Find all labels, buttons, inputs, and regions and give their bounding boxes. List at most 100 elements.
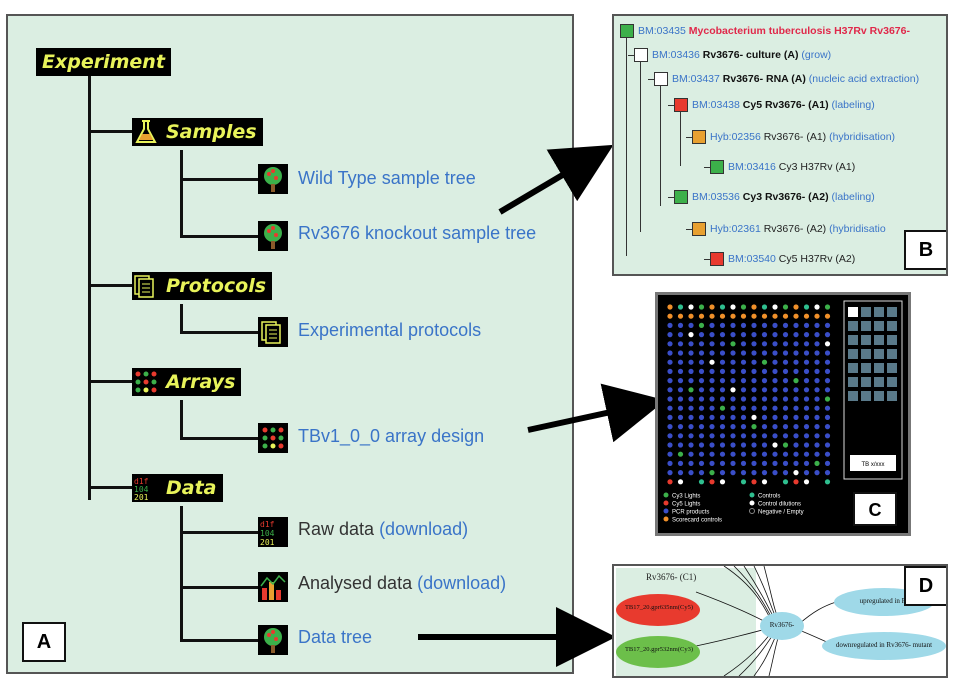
node-id[interactable]: Hyb:02361 xyxy=(710,223,761,235)
array-spot xyxy=(761,378,768,384)
sample-tree-row[interactable]: BM:03436 Rv3676- culture (A) (grow) xyxy=(652,49,831,61)
array-spot xyxy=(761,332,768,338)
array-spot xyxy=(751,414,757,420)
array-spot xyxy=(803,332,810,338)
sample-tree-row[interactable]: BM:03437 Rv3676- RNA (A) (nucleic acid e… xyxy=(672,73,919,85)
array-spot xyxy=(751,387,757,393)
tree-connector xyxy=(668,105,674,106)
node-center[interactable]: Rv3676- xyxy=(769,621,795,629)
node-type-icon[interactable] xyxy=(674,98,688,112)
array-spot xyxy=(677,479,684,485)
sample-tree-row[interactable]: BM:03540 Cy5 H37Rv (A2) xyxy=(728,253,855,265)
node-type-icon[interactable] xyxy=(710,252,724,266)
array-spot xyxy=(803,387,810,393)
array-spot xyxy=(751,304,757,310)
node-id[interactable]: BM:03438 xyxy=(692,99,740,111)
node-id[interactable]: BM:03437 xyxy=(672,73,720,85)
array-spot xyxy=(782,332,789,338)
array-spot xyxy=(793,451,799,457)
array-spot xyxy=(761,387,768,393)
node-cy3[interactable]: TB17_20.gpr532nm(Cy3) xyxy=(624,646,694,653)
node-process[interactable]: (hybridisation) xyxy=(829,131,896,143)
node-process[interactable]: (labeling) xyxy=(831,99,875,111)
node-process[interactable]: (hybridisatio xyxy=(829,223,886,235)
array-spot xyxy=(698,359,705,365)
node-id[interactable]: BM:03416 xyxy=(728,161,776,173)
node-type-icon[interactable] xyxy=(692,222,706,236)
analysed-data-download-link[interactable]: (download) xyxy=(417,573,507,593)
analysed-data-label: Analysed data (download) xyxy=(298,573,506,594)
tree-icon xyxy=(258,625,288,655)
sample-tree-row[interactable]: Hyb:02356 Rv3676- (A1) (hybridisation) xyxy=(710,131,895,143)
node-downregulated[interactable]: downregulated in Rv3676- mutant xyxy=(835,641,933,649)
legend-label: Scorecard controls xyxy=(672,518,722,524)
node-id[interactable]: BM:03536 xyxy=(692,191,740,203)
node-type-icon[interactable] xyxy=(620,24,634,38)
node-type-icon[interactable] xyxy=(674,190,688,204)
node-upregulated[interactable]: upregulated in Rv367 xyxy=(859,597,921,605)
legend-label: Cy5 Lights xyxy=(672,502,700,508)
array-spot xyxy=(751,451,757,457)
node-type-icon[interactable] xyxy=(692,130,706,144)
data-tree-link[interactable]: Data tree xyxy=(298,627,373,647)
node-type-icon[interactable] xyxy=(710,160,724,174)
array-spot xyxy=(730,424,736,430)
category-data-label[interactable]: Data xyxy=(160,474,223,502)
block-cell xyxy=(861,377,871,387)
raw-data-download-link[interactable]: (download) xyxy=(379,519,469,539)
array-spot xyxy=(761,368,768,374)
array-spot xyxy=(772,424,778,430)
array-spot xyxy=(782,451,789,457)
category-arrays-label[interactable]: Arrays xyxy=(160,368,242,396)
array-spot xyxy=(677,368,684,374)
sample-tree-row[interactable]: BM:03438 Cy5 Rv3676- (A1) (labeling) xyxy=(692,99,875,111)
array-design-link[interactable]: TBv1_0_0 array design xyxy=(298,426,485,446)
array-spot xyxy=(698,470,705,476)
legend-swatch xyxy=(663,492,669,498)
array-spot xyxy=(824,341,831,347)
node-id[interactable]: BM:03436 xyxy=(652,49,700,61)
array-spot xyxy=(782,378,789,384)
array-spot xyxy=(782,396,789,402)
legend-swatch xyxy=(749,500,755,506)
array-spot xyxy=(667,451,673,457)
node-type-icon[interactable] xyxy=(634,48,648,62)
node-id[interactable]: BM:03540 xyxy=(728,253,776,265)
experiment-root-label[interactable]: Experiment xyxy=(36,48,171,76)
array-spot xyxy=(761,424,768,430)
array-spot xyxy=(751,313,757,319)
sample-tree-row[interactable]: Hyb:02361 Rv3676- (A2) (hybridisatio xyxy=(710,223,886,235)
sample-tree-row[interactable]: BM:03416 Cy3 H37Rv (A1) xyxy=(728,161,855,173)
array-spot xyxy=(772,405,778,411)
block-cell xyxy=(848,349,858,359)
array-spot xyxy=(740,332,747,338)
knockout-sample-tree-link[interactable]: Rv3676 knockout sample tree xyxy=(298,223,537,243)
node-id[interactable]: Hyb:02356 xyxy=(710,131,761,143)
node-id[interactable]: BM:03435 xyxy=(638,25,686,37)
block-cell xyxy=(887,391,897,401)
array-spot xyxy=(730,460,736,466)
array-spot xyxy=(688,470,694,476)
node-name: Rv3676- culture (A) xyxy=(702,49,799,61)
sample-tree-row[interactable]: BM:03435 Mycobacterium tuberculosis H37R… xyxy=(638,25,910,37)
wild-type-sample-tree-link[interactable]: Wild Type sample tree xyxy=(298,168,476,188)
node-type-icon[interactable] xyxy=(654,72,668,86)
panel-b-sample-tree: BM:03435 Mycobacterium tuberculosis H37R… xyxy=(612,14,948,276)
array-spot xyxy=(698,396,705,402)
sample-tree-row[interactable]: BM:03536 Cy3 Rv3676- (A2) (labeling) xyxy=(692,191,875,203)
category-protocols-label[interactable]: Protocols xyxy=(160,272,273,300)
node-cy5[interactable]: TB17_20.gpr635nm(Cy5) xyxy=(624,604,694,611)
node-process[interactable]: (grow) xyxy=(801,49,832,61)
array-spot xyxy=(751,378,757,384)
array-spot xyxy=(824,368,831,374)
array-spot xyxy=(824,451,831,457)
category-samples-label[interactable]: Samples xyxy=(160,118,263,146)
node-process[interactable]: (nucleic acid extraction) xyxy=(808,73,920,85)
array-spot xyxy=(740,359,747,365)
block-cell xyxy=(861,335,871,345)
experimental-protocols-link[interactable]: Experimental protocols xyxy=(298,320,482,340)
node-process[interactable]: (labeling) xyxy=(831,191,875,203)
array-spot xyxy=(719,387,726,393)
array-spot xyxy=(709,359,715,365)
array-spot xyxy=(803,322,810,328)
